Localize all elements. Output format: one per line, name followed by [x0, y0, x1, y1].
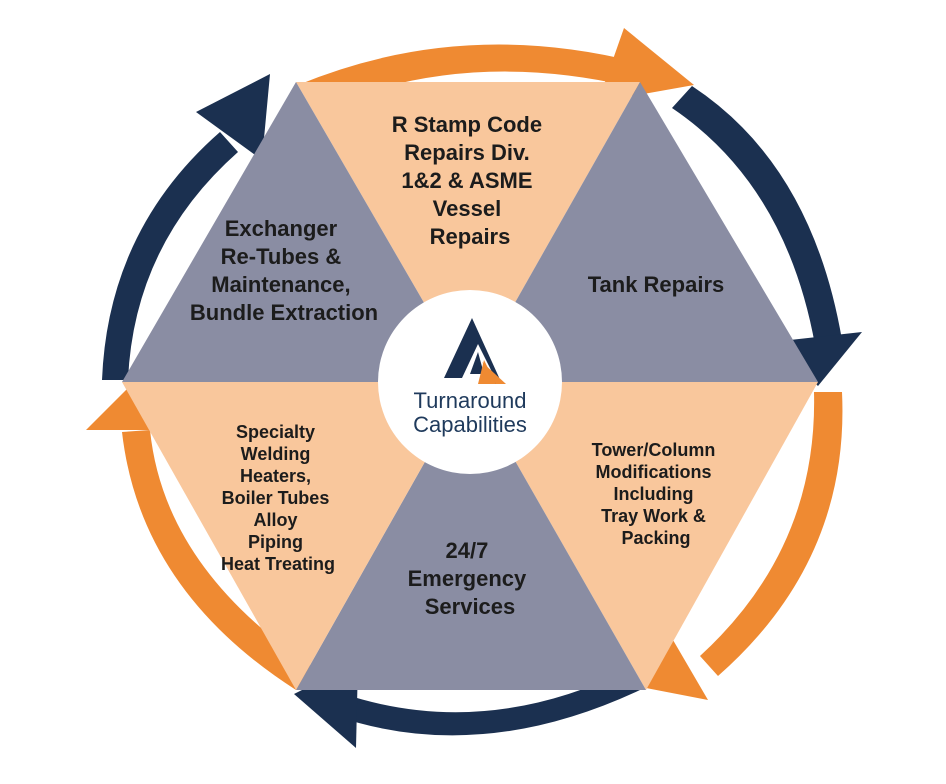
segment-lower-left-line-4: Boiler Tubes — [222, 488, 330, 508]
segment-top-line-1: R Stamp Code — [392, 112, 542, 137]
segment-lower-left-line-6: Piping — [248, 532, 303, 552]
segment-upper-right-label: Tank Repairs — [588, 272, 725, 297]
segment-lower-right-line-2: Modifications — [595, 462, 711, 482]
segment-lower-left-line-1: Specialty — [236, 422, 315, 442]
upper-left-navy-arrow-body — [102, 132, 238, 380]
segment-lower-right-label: Tower/Column Modifications Including Tra… — [592, 440, 721, 548]
center-badge: Turnaround Capabilities — [378, 290, 562, 474]
segment-upper-left-line-1: Exchanger — [225, 216, 338, 241]
segment-upper-left-line-4: Bundle Extraction — [190, 300, 378, 325]
bottom-navy-arrow-body — [336, 670, 640, 736]
segment-lower-right-line-3: Including — [613, 484, 693, 504]
top-orange-arrow-body — [298, 44, 636, 110]
segments — [122, 82, 818, 690]
segment-top-label: R Stamp Code Repairs Div. 1&2 & ASME Ves… — [392, 112, 548, 249]
segment-bottom-wedge — [296, 382, 646, 690]
segment-bottom-line-3: Services — [425, 594, 516, 619]
segment-upper-right-wedge — [470, 82, 818, 382]
segment-upper-left-line-2: Re-Tubes & — [221, 244, 342, 269]
segment-lower-right-line-1: Tower/Column — [592, 440, 716, 460]
triangle-a-logo-icon — [444, 318, 506, 384]
segment-upper-left-line-3: Maintenance, — [211, 272, 350, 297]
segment-top-line-4: Vessel — [433, 196, 502, 221]
segment-top-wedge — [296, 82, 640, 382]
segment-lower-right-line-5: Packing — [621, 528, 690, 548]
segment-lower-left-line-3: Heaters, — [240, 466, 311, 486]
segment-top-line-5: Repairs — [430, 224, 511, 249]
segment-lower-left-wedge — [122, 382, 470, 690]
segment-lower-left-line-5: Alloy — [253, 510, 297, 530]
segment-bottom-line-1: 24/7 — [446, 538, 489, 563]
lower-right-orange-arrow-body — [700, 392, 843, 676]
segment-lower-left-line-2: Welding — [241, 444, 311, 464]
segment-top-line-2: Repairs Div. — [404, 140, 530, 165]
segment-top-line-3: 1&2 & ASME — [401, 168, 532, 193]
right-navy-arrow-body — [672, 86, 842, 345]
segment-lower-left-label: Specialty Welding Heaters, Boiler Tubes … — [221, 422, 335, 574]
segment-bottom-line-2: Emergency — [408, 566, 527, 591]
center-title-line-2: Capabilities — [413, 412, 527, 437]
segment-upper-left-wedge — [122, 82, 470, 382]
center-circle — [378, 290, 562, 474]
segment-lower-left-line-7: Heat Treating — [221, 554, 335, 574]
center-title-line-1: Turnaround — [414, 388, 527, 413]
segment-labels: R Stamp Code Repairs Div. 1&2 & ASME Ves… — [190, 112, 724, 619]
segment-lower-right-wedge — [470, 382, 818, 690]
segment-bottom-label: 24/7 Emergency Services — [408, 538, 533, 619]
upper-left-navy-arrowhead-icon — [196, 74, 270, 160]
segment-upper-left-label: Exchanger Re-Tubes & Maintenance, Bundle… — [190, 216, 378, 325]
segment-upper-right-line-1: Tank Repairs — [588, 272, 725, 297]
segment-lower-right-line-4: Tray Work & — [601, 506, 706, 526]
